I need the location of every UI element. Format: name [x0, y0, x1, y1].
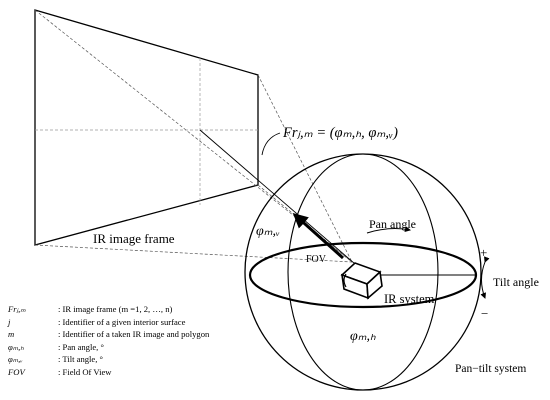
pan-angle-symbol: φₘ,ₕ — [350, 329, 376, 344]
ir-image-frame-label: IR image frame — [93, 231, 175, 246]
plus-sign: + — [480, 245, 487, 260]
tilt-direction-arrow — [292, 212, 345, 260]
frame-equation-label: Frⱼ,ₘ = (φₘ,ₕ, φₘ,ᵥ) — [282, 125, 398, 141]
fov-line-bottom-left — [34, 244, 353, 263]
legend-row: Frⱼ,ₘ : IR image frame (m =1, 2, …, n) — [8, 303, 209, 316]
pan-tilt-system-label: Pan−tilt system — [455, 363, 526, 375]
tilt-angle-arrow — [480, 256, 490, 299]
pan-angle-arrow — [366, 226, 411, 234]
legend-definition: : Field Of View — [58, 366, 112, 377]
legend-row: j : Identifier of a given interior surfa… — [8, 316, 209, 329]
ir-camera-icon — [340, 262, 383, 300]
optical-axis — [199, 129, 363, 271]
ir-system-label: IR system — [384, 292, 435, 306]
equation-leader — [261, 132, 281, 156]
fov-label: FOV — [306, 254, 327, 265]
legend-definition: : Pan angle, ° — [58, 341, 104, 352]
legend-symbol: Frⱼ,ₘ — [8, 304, 26, 314]
tilt-angle-label: Tilt angle — [493, 275, 539, 289]
legend-definition: : Tilt angle, ° — [58, 354, 103, 365]
legend-symbol: FOV — [8, 366, 25, 377]
legend-symbol: φₘ,ᵥ — [8, 354, 23, 365]
legend-symbol: φₘ,ₕ — [8, 341, 24, 352]
legend-symbol: j — [8, 316, 11, 327]
minus-sign: − — [481, 306, 488, 321]
legend-row: FOV : Field Of View — [8, 366, 209, 379]
legend-definition: : Identifier of a taken IR image and pol… — [58, 329, 210, 340]
legend-symbol: m — [8, 329, 15, 340]
meridian-ellipse — [287, 153, 439, 391]
tilt-angle-symbol: φₘ,ᵥ — [256, 224, 280, 239]
legend-row: φₘ,ₕ : Pan angle, ° — [8, 341, 209, 354]
legend-row: φₘ,ᵥ : Tilt angle, ° — [8, 353, 209, 366]
symbol-legend: Frⱼ,ₘ : IR image frame (m =1, 2, …, n) j… — [8, 303, 209, 379]
pan-angle-label: Pan angle — [369, 217, 416, 231]
ir-image-frame — [34, 9, 259, 246]
legend-row: m : Identifier of a taken IR image and p… — [8, 328, 209, 341]
legend-definition: : IR image frame (m =1, 2, …, n) — [58, 304, 173, 314]
legend-definition: : Identifier of a given interior surface — [58, 316, 186, 327]
